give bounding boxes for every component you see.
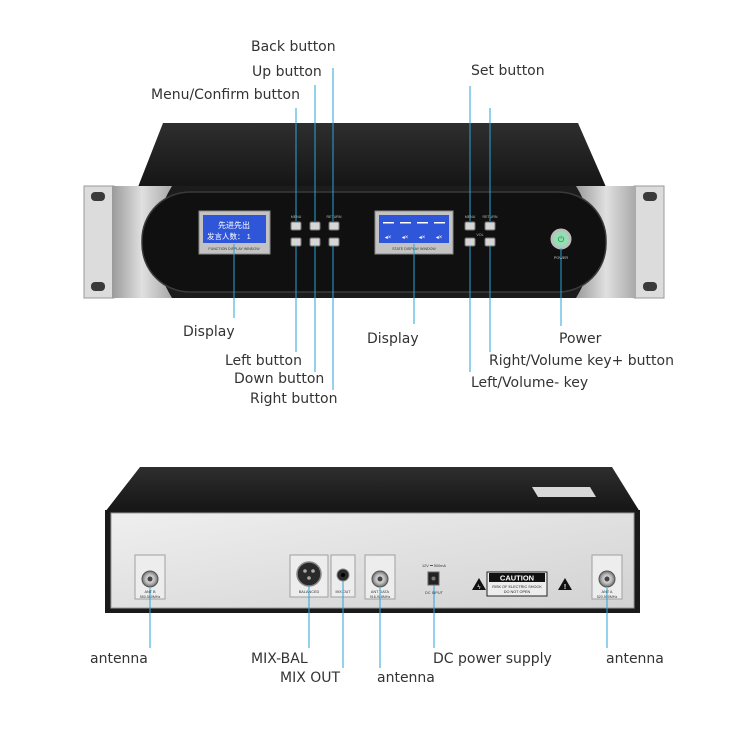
label-back-button: Back button — [251, 39, 336, 55]
dc-pin-icon — [431, 576, 436, 581]
exclamation-icon: ! — [564, 584, 566, 591]
rack-ear-left — [83, 185, 115, 299]
ant-a-pin-icon — [604, 576, 610, 582]
label-power: Power — [559, 331, 602, 347]
caution-line2: DO NOT OPEN — [504, 590, 531, 594]
label-menu-confirm-button: Menu/Confirm button — [151, 87, 300, 103]
label-mix-out: MIX OUT — [280, 670, 341, 686]
volume-down-key[interactable] — [464, 237, 476, 247]
label-antenna-left: antenna — [90, 651, 148, 667]
front-top-lid — [138, 123, 606, 187]
label-right-volume-button: Right/Volume key+ button — [489, 353, 674, 369]
svg-text:◂×: ◂× — [402, 235, 409, 241]
back-unit: ANT B 550-580MHz BALANCED MIX OUT ANT DA… — [105, 467, 640, 613]
return-key-label: RETURN — [327, 215, 342, 219]
label-left-volume-key: Left/Volume- key — [471, 375, 589, 391]
shock-warning-icon-left — [472, 578, 486, 590]
state-display-lcd — [379, 215, 449, 243]
back-key[interactable] — [328, 221, 340, 231]
state-display-channels: ◂× ◂× ◂× ◂× — [383, 222, 445, 241]
ant-b-pin-icon — [147, 576, 153, 582]
label-left-button: Left button — [225, 353, 302, 369]
label-antenna-right: antenna — [606, 651, 664, 667]
lcd-line1: 先进先出 — [218, 220, 250, 230]
front-callout-lines — [233, 68, 562, 390]
set-key[interactable] — [464, 221, 476, 231]
menu-confirm-key[interactable] — [290, 221, 302, 231]
svg-text:◂×: ◂× — [436, 235, 443, 241]
up-key[interactable] — [309, 221, 321, 231]
rack-ear-right — [633, 185, 665, 299]
label-mix-bal: MIX-BAL — [251, 651, 308, 667]
caution-title: CAUTION — [500, 574, 534, 583]
back-callout-lines — [149, 581, 608, 668]
down-key[interactable] — [309, 237, 321, 247]
volume-up-key[interactable] — [484, 237, 496, 247]
exclamation-warning-icon — [558, 578, 572, 590]
label-up-button: Up button — [252, 64, 322, 80]
front-unit: 先进先出 发言人数： 1 FUNCTION DISPLAY WINDOW MEN… — [83, 123, 665, 299]
label-display-left: Display — [183, 324, 235, 340]
jack-hole-icon — [341, 573, 345, 577]
svg-text:◂×: ◂× — [385, 235, 392, 241]
left-key[interactable] — [290, 237, 302, 247]
lightning-icon: ϟ — [477, 585, 481, 591]
lcd-line2: 发言人数： 1 — [207, 231, 251, 241]
right-key[interactable] — [328, 237, 340, 247]
caution-line1: RISK OF ELECTRIC SHOCK — [492, 585, 542, 589]
ant-data-pin-icon — [377, 576, 383, 582]
power-icon: ⏻ — [558, 235, 565, 244]
xlr-pin-icon — [311, 569, 315, 573]
back-top-lid — [105, 467, 640, 512]
return2-key[interactable] — [484, 221, 496, 231]
back-label-sticker — [532, 487, 596, 497]
caution-header-bar — [489, 573, 545, 582]
xlr-pin-icon — [307, 576, 311, 580]
vol-label: VOL — [476, 233, 483, 237]
xlr-connector[interactable] — [296, 561, 322, 587]
function-display-lcd — [203, 215, 266, 243]
dc-spec: 12V ⎓ 500mA — [422, 564, 446, 568]
label-antenna-middle: antenna — [377, 670, 435, 686]
svg-text:◂×: ◂× — [419, 235, 426, 241]
xlr-pin-icon — [303, 569, 307, 573]
label-dc-power-supply: DC power supply — [433, 651, 552, 667]
label-right-button: Right button — [250, 391, 338, 407]
label-set-button: Set button — [471, 63, 545, 79]
label-display-right: Display — [367, 331, 419, 347]
label-down-button: Down button — [234, 371, 325, 387]
